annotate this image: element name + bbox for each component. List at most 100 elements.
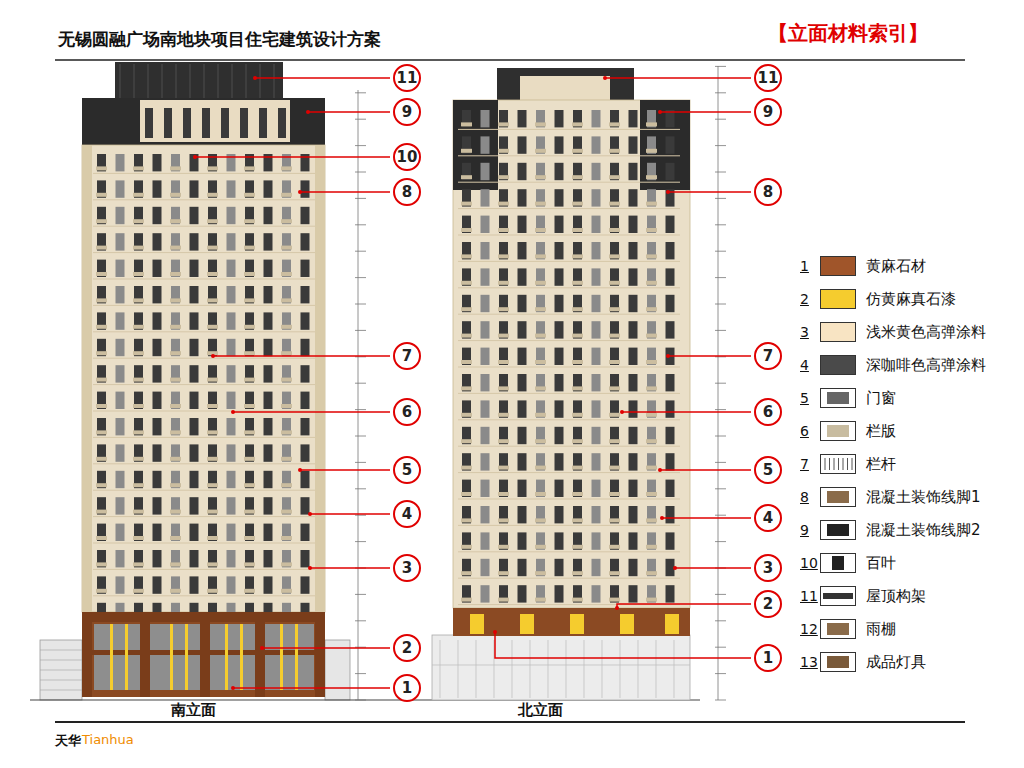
window <box>629 559 638 576</box>
floor-line <box>458 129 680 130</box>
window <box>208 233 217 250</box>
dimension-tick <box>355 119 366 120</box>
window <box>134 497 143 514</box>
balcony-rail <box>609 571 620 575</box>
window <box>97 550 106 567</box>
legend-icon <box>820 619 856 639</box>
window <box>573 163 582 180</box>
balcony-rail <box>281 272 292 276</box>
yellow-strip <box>185 624 188 690</box>
balcony-rail <box>498 492 509 496</box>
balcony-rail <box>572 149 583 153</box>
window <box>647 585 656 602</box>
window <box>629 585 638 602</box>
leader-dot <box>298 190 302 194</box>
window <box>153 497 162 514</box>
balcony-rail <box>535 281 546 285</box>
legend-icon <box>820 553 856 573</box>
dimension-tick <box>715 462 726 463</box>
dark-band <box>453 100 498 190</box>
window <box>555 321 564 338</box>
dimension-tick <box>355 383 366 384</box>
legend-number: 8 <box>800 487 809 507</box>
window <box>536 321 545 338</box>
dimension-tick <box>355 673 366 674</box>
dimension-tick <box>715 145 726 146</box>
balcony-rail <box>281 483 292 487</box>
leader-line <box>662 517 751 519</box>
balcony-rail <box>281 404 292 408</box>
window <box>647 189 656 206</box>
window <box>171 550 180 567</box>
dimension-tick <box>355 594 366 595</box>
balcony-rail <box>96 351 107 355</box>
window <box>666 585 675 602</box>
window <box>190 180 199 197</box>
balcony-rail <box>170 430 181 434</box>
callout-number: 7 <box>393 342 421 370</box>
window <box>208 365 217 382</box>
balcony-rail <box>498 228 509 232</box>
window <box>462 480 471 497</box>
material-icon <box>827 425 849 437</box>
yellow-strip <box>280 624 283 690</box>
balcony-rail <box>535 228 546 232</box>
window <box>518 295 527 312</box>
window <box>573 136 582 153</box>
window <box>116 233 125 250</box>
window <box>499 453 508 470</box>
legend-number: 4 <box>800 355 809 375</box>
window <box>282 444 291 461</box>
balcony-rail <box>498 545 509 549</box>
legend-text: 百叶 <box>866 553 896 573</box>
balcony-rail <box>96 457 107 461</box>
roof-frame-rib <box>162 64 163 98</box>
window <box>171 497 180 514</box>
yellow-strip <box>225 624 228 690</box>
window <box>555 480 564 497</box>
balcony-rail <box>609 307 620 311</box>
balcony-rail <box>170 325 181 329</box>
legend-swatch <box>820 355 856 375</box>
base-grid <box>656 640 657 698</box>
balcony-rail <box>535 360 546 364</box>
leader-dot <box>658 110 662 114</box>
window <box>573 400 582 417</box>
window <box>518 374 527 391</box>
floor-line <box>93 358 315 359</box>
window <box>153 444 162 461</box>
header-rule <box>55 59 965 61</box>
window <box>610 400 619 417</box>
balcony-rail <box>609 386 620 390</box>
roof-frame-rib <box>232 64 233 98</box>
window <box>647 453 656 470</box>
base-grid <box>674 640 675 698</box>
base-grid <box>620 640 621 698</box>
balcony-rail <box>244 483 255 487</box>
window <box>518 110 527 127</box>
window <box>647 374 656 391</box>
material-icon <box>827 656 849 668</box>
window <box>518 427 527 444</box>
floor-line <box>93 463 315 464</box>
floor-line <box>458 499 680 500</box>
window <box>610 163 619 180</box>
balcony-rail <box>133 325 144 329</box>
balcony-rail <box>572 122 583 126</box>
window <box>555 559 564 576</box>
annex-line <box>40 650 82 651</box>
window <box>592 242 601 259</box>
balcony-rail <box>646 360 657 364</box>
window <box>573 480 582 497</box>
window <box>481 427 490 444</box>
window <box>573 453 582 470</box>
balcony-rail <box>572 202 583 206</box>
window <box>227 180 236 197</box>
window <box>153 260 162 277</box>
balcony-rail <box>133 430 144 434</box>
dimension-tick <box>715 224 726 225</box>
window <box>518 532 527 549</box>
balcony-rail <box>646 466 657 470</box>
balcony-rail <box>535 307 546 311</box>
window <box>245 180 254 197</box>
